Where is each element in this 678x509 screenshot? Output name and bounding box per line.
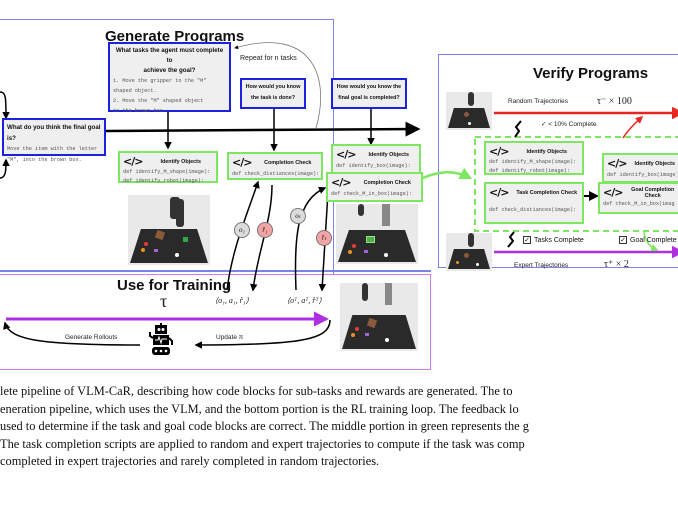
code-line: def check_M_in_box(imag bbox=[603, 201, 675, 207]
goal-question-box: What do you think the final goal is? Mov… bbox=[2, 118, 106, 163]
expert-trajectories-label: Expert Trajectories bbox=[514, 262, 569, 269]
observation-circle-first: o₁ bbox=[234, 222, 250, 238]
code-icon: </> bbox=[607, 157, 627, 170]
goal-complete-checkbox: ✓ Goal Complete bbox=[619, 236, 677, 244]
goal-question: What do you think the final goal is? bbox=[7, 124, 101, 142]
code-block-title: Goal Completion Check bbox=[631, 186, 675, 199]
check-m-in-box-code-block: </> Completion Check def check_M_in_box(i… bbox=[326, 172, 423, 202]
code-line: def identify_box(image) bbox=[607, 172, 677, 178]
tasks-question-line-2: achieve the goal? bbox=[143, 67, 196, 74]
checkbox-icon: ✓ bbox=[619, 236, 627, 244]
task-done-line-2: the task is done? bbox=[250, 95, 296, 101]
observation-circle-last: oₜ bbox=[290, 208, 306, 224]
code-line: def identify_M_shape(image): bbox=[489, 159, 577, 165]
code-icon: </> bbox=[331, 176, 351, 189]
code-line: def identify_M_shape(image): bbox=[123, 169, 211, 175]
tasks-answer-line-2: shaped object. bbox=[113, 88, 157, 94]
code-line: def identify_robot(image): bbox=[489, 168, 570, 174]
verify-identify-box-block: </> Identify Objects def identify_box(ima… bbox=[602, 153, 678, 183]
tuple-first-step: ⟨o₁, a₁, r̂₁⟩ bbox=[215, 296, 249, 305]
caption-line: used to determine if the task and goal c… bbox=[0, 419, 529, 434]
verify-task-check-block: </> Task Completion Check def check_disti… bbox=[484, 182, 584, 224]
reward-circle-last: r̂ₜ bbox=[316, 230, 332, 246]
goal-done-question-box: How would you know the final goal is com… bbox=[331, 78, 407, 109]
robot-scene-image-goal bbox=[336, 204, 418, 264]
identify-box-code-block: </> Identify Objects def identify_box(ima… bbox=[331, 144, 421, 174]
code-block-title: Completion Check bbox=[363, 179, 411, 186]
tasks-question-line-1: What tasks the agent must complete to bbox=[115, 47, 224, 64]
code-block-title: Identify Objects bbox=[160, 158, 201, 165]
caption-line: eneration pipeline, which uses the VLM, … bbox=[0, 401, 519, 416]
code-line: def check_distiances(image): bbox=[232, 171, 318, 177]
verify-goal-check-block: </> Goal Completion Check def check_M_in_… bbox=[598, 182, 678, 214]
repeat-label: Repeat for n tasks bbox=[240, 55, 297, 62]
random-threshold-label: ✓ < 10% Complete bbox=[541, 121, 597, 128]
code-block-title: Identify Objects bbox=[526, 148, 567, 155]
code-icon: </> bbox=[489, 186, 509, 199]
code-line: def identify_robot(image): bbox=[123, 178, 204, 184]
goal-done-line-1: How would you know the bbox=[336, 84, 402, 90]
robot-agent-icon bbox=[148, 323, 174, 357]
checkbox-icon: ✓ bbox=[523, 236, 531, 244]
code-line: def check_distiances(image): bbox=[489, 207, 577, 213]
code-line: def check_M_in_box(image): bbox=[331, 191, 412, 197]
tasks-complete-label: Tasks Complete bbox=[534, 236, 584, 244]
code-block-title: Identify Objects bbox=[368, 151, 409, 158]
task-done-question-box: How would you know the task is done? bbox=[240, 78, 306, 109]
tuple-last-step: ⟨oᵀ, aᵀ, r̂ᵀ⟩ bbox=[287, 296, 322, 305]
generate-rollouts-label: Generate Rollouts bbox=[65, 334, 118, 341]
tau-symbol: τ bbox=[160, 291, 168, 311]
code-block-title: Completion Check bbox=[264, 159, 312, 166]
code-icon: </> bbox=[232, 156, 252, 169]
goal-answer-line-1: Move the item with the letter bbox=[7, 146, 98, 152]
code-icon: </> bbox=[603, 186, 623, 199]
panel-divider bbox=[0, 270, 431, 272]
completion-check-code-block: </> Completion Check def check_distiances… bbox=[227, 152, 323, 180]
code-block-title: Identify Objects bbox=[634, 160, 675, 167]
caption-line: lete pipeline of VLM-CaR, describing how… bbox=[0, 384, 513, 398]
code-block-title: Task Completion Check bbox=[516, 189, 578, 196]
figure-caption: lete pipeline of VLM-CaR, describing how… bbox=[0, 383, 678, 471]
verify-identify-objects-block: </> Identify Objects def identify_M_shape… bbox=[484, 141, 584, 175]
random-trajectories-label: Random Trajectories bbox=[508, 98, 568, 105]
goal-done-line-2: final goal is completed? bbox=[338, 95, 400, 101]
caption-line: completed in expert trajectories and rar… bbox=[0, 454, 380, 469]
code-icon: </> bbox=[336, 148, 356, 161]
tasks-answer-line-1: 1. Move the gripper to the "M" bbox=[113, 78, 207, 84]
expert-trajectory-scene bbox=[446, 233, 492, 271]
code-line: def identify_box(image): bbox=[336, 163, 411, 169]
robot-scene-image bbox=[128, 195, 210, 265]
identify-objects-code-block: </> Identify Objects def identify_M_shape… bbox=[118, 151, 218, 184]
tasks-complete-checkbox: ✓ Tasks Complete bbox=[523, 236, 584, 244]
verify-programs-title: Verify Programs bbox=[533, 65, 649, 82]
verify-programs-panel bbox=[438, 54, 678, 268]
update-policy-label: Update π bbox=[216, 334, 244, 341]
task-done-line-1: How would you know bbox=[245, 84, 301, 90]
generate-programs-title: Generate Programs bbox=[105, 28, 245, 45]
random-trajectories-count: τ⁻ × 100 bbox=[597, 96, 632, 107]
code-icon: </> bbox=[123, 155, 143, 168]
code-icon: </> bbox=[489, 145, 509, 158]
use-for-training-panel bbox=[0, 274, 431, 370]
use-for-training-title: Use for Training bbox=[117, 277, 232, 294]
random-trajectory-scene bbox=[446, 92, 492, 130]
caption-line: The task completion scripts are applied … bbox=[0, 436, 525, 451]
reward-circle-first: r̂₁ bbox=[257, 222, 273, 238]
goal-answer-line-2: "M", into the brown box. bbox=[7, 157, 82, 163]
goal-complete-label: Goal Complete bbox=[630, 236, 677, 244]
expert-trajectories-count: τ⁺ × 2 bbox=[604, 259, 629, 270]
tasks-question-box: What tasks the agent must complete to ac… bbox=[108, 42, 231, 114]
robot-scene-image-training bbox=[340, 283, 418, 351]
tasks-answer-line-3: 2. Move the "M" shaped object bbox=[113, 98, 204, 104]
tasks-answer-line-4: to the brown box. bbox=[113, 108, 166, 114]
